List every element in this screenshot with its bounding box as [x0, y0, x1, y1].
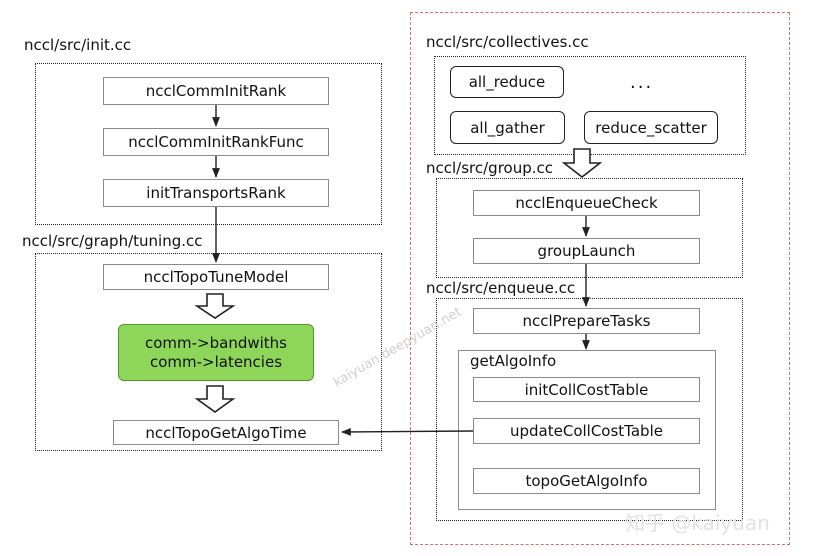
ncclcomminitrank-box: ncclCommInitRank	[103, 77, 329, 105]
grouplaunch-box: groupLaunch	[473, 238, 700, 264]
right-column-frame	[410, 12, 790, 545]
all-gather-box: all_gather	[450, 111, 565, 144]
getalgoinfo-title: getAlgoInfo	[470, 352, 557, 370]
collectives-path-label: nccl/src/collectives.cc	[426, 33, 589, 51]
ncclcomminitrankfunc-box: ncclCommInitRankFunc	[103, 128, 329, 156]
tuning-group	[35, 253, 382, 451]
nccltopotunemodel-box: ncclTopoTuneModel	[103, 264, 329, 290]
all-reduce-box: all_reduce	[450, 66, 564, 98]
bandwidths-text: comm->bandwiths	[144, 333, 287, 352]
nccltopogetalgotime-box: ncclTopoGetAlgoTime	[113, 420, 339, 445]
getalgoinfo-group	[458, 350, 716, 510]
tuning-path-label: nccl/src/graph/tuning.cc	[22, 232, 203, 250]
nccleprepare-tasks-box: ncclPrepareTasks	[473, 308, 700, 334]
group-path-label: nccl/src/group.cc	[426, 159, 554, 177]
ellipsis-text: ...	[630, 72, 654, 93]
latencies-text: comm->latencies	[149, 352, 283, 371]
hollow-arrow-tune	[194, 293, 236, 319]
hollow-arrow-algotime	[194, 385, 236, 413]
hollow-arrow-collectives	[561, 148, 603, 179]
enqueue-path-label: nccl/src/enqueue.cc	[426, 279, 576, 297]
updatecollcosttable-box: updateCollCostTable	[473, 418, 700, 444]
bottom-watermark: 知乎 @kaiyuan	[625, 511, 770, 535]
group-group	[436, 178, 743, 278]
arrow-update-to-algotime	[341, 428, 474, 436]
reduce-scatter-box: reduce_scatter	[584, 111, 718, 144]
bandwidth-latency-result-box: comm->bandwiths comm->latencies	[118, 324, 314, 381]
inittransportsrank-box: initTransportsRank	[103, 179, 329, 207]
init-path-label: nccl/src/init.cc	[24, 36, 132, 54]
ncclenqueuecheck-box: ncclEnqueueCheck	[473, 190, 700, 216]
init-group	[35, 63, 382, 225]
topogetalgoinfo-box: topoGetAlgoInfo	[473, 468, 700, 494]
initcollcosttable-box: initCollCostTable	[473, 377, 700, 402]
